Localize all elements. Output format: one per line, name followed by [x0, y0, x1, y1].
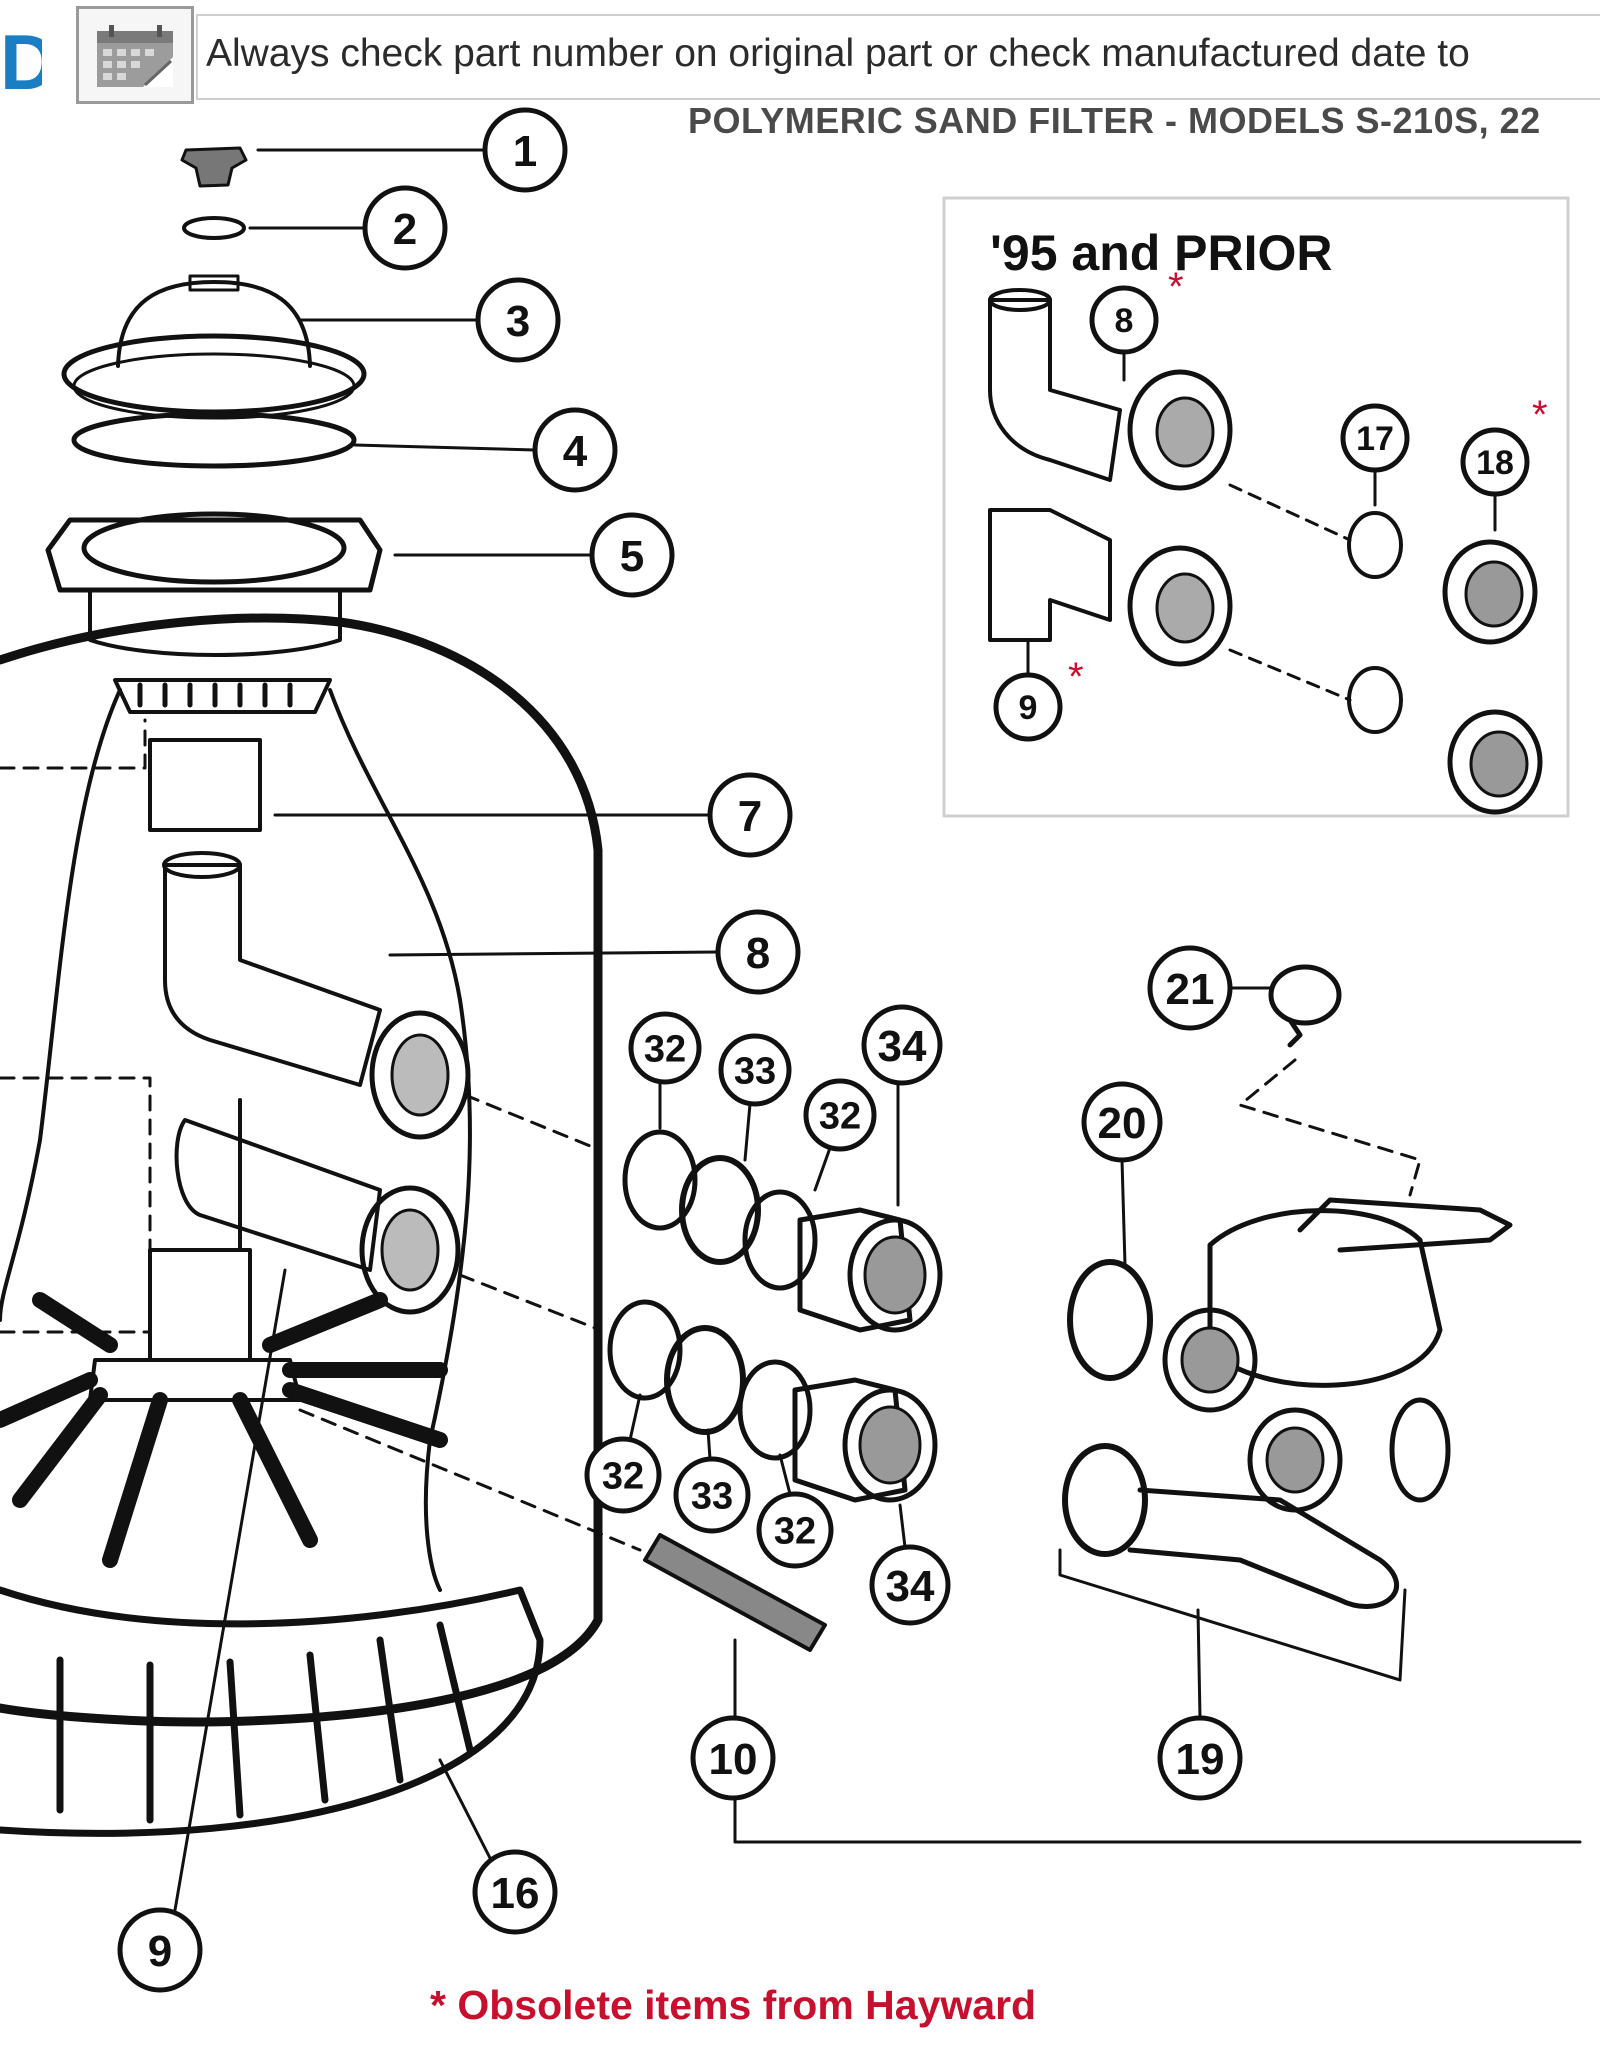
callout-label-8: 8	[1115, 302, 1134, 340]
callout-circle-34	[869, 1544, 951, 1626]
callout-circle-17	[1340, 403, 1410, 473]
obsolete-asterisk-8: *	[1168, 265, 1184, 309]
callout-label-1: 1	[513, 127, 537, 176]
leader-line	[388, 950, 720, 957]
callout-circle-9	[117, 1907, 203, 1993]
callout-label-18: 18	[1476, 444, 1514, 482]
notice-text: Always check part number on original par…	[206, 32, 1470, 75]
leader-line	[1196, 1608, 1202, 1720]
callout-circle-32	[756, 1491, 834, 1569]
callout-label-10: 10	[709, 1735, 758, 1784]
callout-label-17: 17	[1356, 420, 1394, 458]
callout-circle-5	[589, 512, 675, 598]
callout-circle-3	[475, 277, 561, 363]
callout-label-34: 34	[878, 1022, 927, 1071]
callout-circle-33	[718, 1033, 792, 1107]
leader-line	[173, 1268, 287, 1912]
callout-label-32: 32	[644, 1029, 686, 1071]
callout-circle-32	[803, 1078, 877, 1152]
leader-line	[778, 1453, 792, 1496]
document-title: POLYMERIC SAND FILTER - MODELS S-210S, 2…	[688, 100, 1541, 141]
callout-label-19: 19	[1176, 1735, 1225, 1784]
callout-label-33: 33	[734, 1051, 776, 1093]
calendar-icon[interactable]	[76, 6, 194, 104]
callout-label-33: 33	[691, 1476, 733, 1518]
top-parts-drawing	[45, 146, 383, 657]
leader-line	[813, 1146, 832, 1192]
inset-95-prior: '95 and PRIOR	[942, 196, 1570, 818]
leader-line	[353, 443, 537, 452]
inset-title: '95 and PRIOR	[990, 225, 1333, 281]
obsolete-footnote: * Obsolete items from Hayward	[430, 1982, 1037, 2028]
callout-circle-4	[532, 407, 618, 493]
callout-label-2: 2	[393, 205, 417, 254]
callout-label-4: 4	[563, 427, 588, 476]
header-bar: D Always check part number on original p…	[0, 0, 1600, 141]
leader-line	[733, 1638, 1582, 1844]
callout-label-3: 3	[506, 297, 530, 346]
brand-logo: D	[0, 22, 42, 102]
callout-circle-32	[584, 1436, 662, 1514]
callout-label-32: 32	[774, 1511, 816, 1553]
leader-lines	[173, 148, 1582, 1912]
callout-circle-7	[707, 772, 793, 858]
leader-line	[438, 1758, 492, 1860]
callout-circle-32	[628, 1011, 702, 1085]
callout-circle-20	[1081, 1081, 1163, 1163]
callout-label-5: 5	[620, 532, 644, 581]
obsolete-asterisk-9: *	[1068, 655, 1084, 699]
obsolete-asterisks: * * *	[1068, 265, 1548, 699]
multiport-valve-drawing	[1058, 964, 1513, 1682]
callout-circle-34	[861, 1004, 943, 1086]
callout-circle-33	[673, 1456, 751, 1534]
callout-label-32: 32	[602, 1456, 644, 1498]
leader-line	[898, 1503, 907, 1549]
callout-label-20: 20	[1098, 1099, 1147, 1148]
callout-label-16: 16	[491, 1869, 540, 1918]
callout-label-21: 21	[1166, 965, 1215, 1014]
callout-circle-1	[482, 107, 568, 193]
notice-banner: Always check part number on original par…	[196, 14, 1600, 100]
union-parts-drawing	[298, 1093, 943, 1652]
leader-line	[1120, 1158, 1127, 1267]
callout-circle-8	[1089, 285, 1159, 355]
callout-label-8: 8	[746, 929, 770, 978]
leader-line	[706, 1428, 712, 1461]
leader-line	[628, 1393, 642, 1442]
callout-label-9: 9	[148, 1927, 172, 1976]
callout-circle-19	[1157, 1715, 1243, 1801]
callout-circle-8	[715, 909, 801, 995]
callout-circle-21	[1147, 945, 1233, 1031]
callout-label-34: 34	[886, 1562, 935, 1611]
callout-label-9: 9	[1019, 689, 1038, 727]
callout-circle-2	[362, 185, 448, 271]
callout-circle-16	[472, 1849, 558, 1935]
callout-label-7: 7	[738, 792, 762, 841]
obsolete-asterisk-18: *	[1532, 393, 1548, 437]
callout-circle-9	[993, 672, 1063, 742]
filter-tank-drawing	[0, 613, 603, 1837]
callout-circle-10	[690, 1715, 776, 1801]
leader-line	[743, 1102, 752, 1162]
callout-circle-18	[1460, 427, 1530, 497]
callout-label-32: 32	[819, 1096, 861, 1138]
